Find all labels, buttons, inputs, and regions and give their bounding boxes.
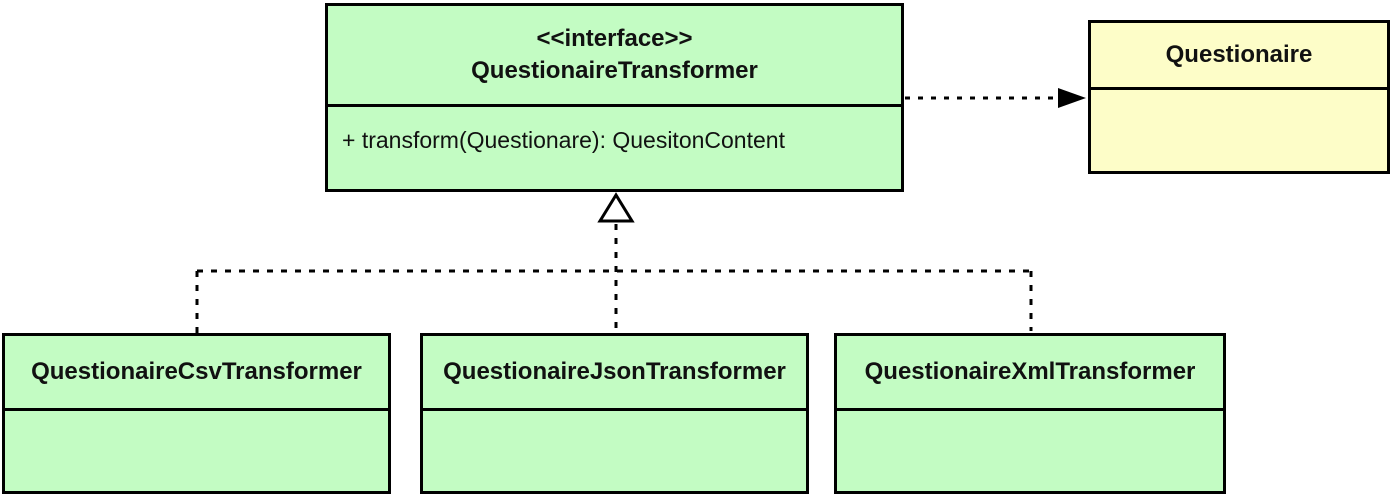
method-transform: + transform(Questionare): QuesitonConten…: [342, 127, 785, 153]
class-box-questionaire: Questionaire: [1088, 20, 1390, 174]
class-box-questionaire-transformer: <<interface>> QuestionaireTransformer + …: [325, 3, 904, 192]
dependency-arrowhead-icon: [1058, 88, 1086, 108]
class-box-questionaire-json-transformer: QuestionaireJsonTransformer: [420, 333, 809, 494]
class-name: Questionaire: [1165, 40, 1313, 68]
class-body-empty: [1091, 90, 1387, 171]
class-box-questionaire-xml-transformer: QuestionaireXmlTransformer: [834, 333, 1226, 494]
class-name: QuestionaireTransformer: [471, 57, 758, 84]
class-body-empty: [837, 411, 1223, 491]
realization-connector: [195, 224, 1033, 333]
class-name: QuestionaireXmlTransformer: [864, 357, 1196, 385]
class-name: QuestionaireCsvTransformer: [31, 357, 362, 385]
realization-triangle-icon: [597, 192, 635, 223]
class-box-questionaire-csv-transformer: QuestionaireCsvTransformer: [2, 333, 391, 494]
class-header: QuestionaireJsonTransformer: [423, 336, 806, 411]
class-body-empty: [5, 411, 388, 491]
class-header: QuestionaireXmlTransformer: [837, 336, 1223, 411]
class-methods-section: + transform(Questionare): QuesitonConten…: [328, 107, 901, 189]
interface-stereotype: <<interface>>: [536, 24, 693, 52]
class-header: Questionaire: [1091, 23, 1387, 90]
class-name: QuestionaireJsonTransformer: [443, 357, 786, 385]
class-body-empty: [423, 411, 806, 491]
class-header: <<interface>> QuestionaireTransformer: [328, 6, 901, 107]
class-header: QuestionaireCsvTransformer: [5, 336, 388, 411]
